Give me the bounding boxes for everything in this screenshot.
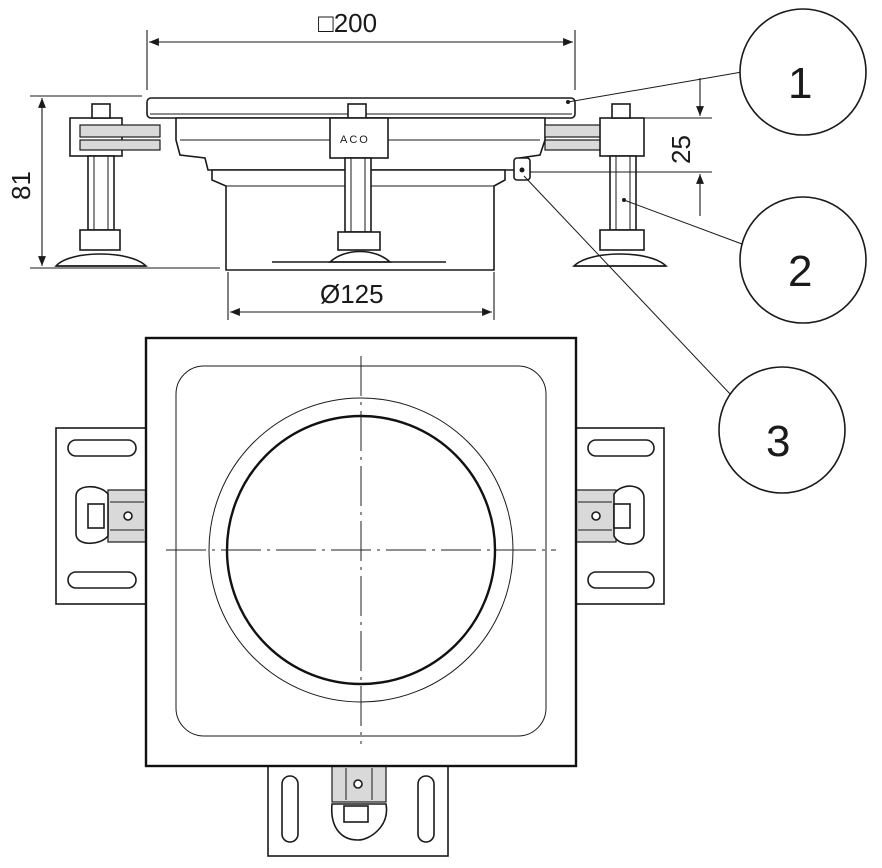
left-bracket	[55, 427, 147, 605]
callout-1-label: 1	[788, 59, 812, 108]
callout-2-label: 2	[788, 247, 812, 296]
dimension-lines: □200 Ø125 81 25	[6, 8, 712, 320]
brand-mark: ACO	[340, 134, 370, 146]
callout-3-label: 3	[766, 417, 790, 466]
height-dimension-label: 81	[6, 171, 36, 200]
callout-1-circle	[739, 8, 867, 136]
callout-2-circle	[739, 196, 867, 324]
plan-view	[55, 336, 665, 857]
side-elevation-view: ACO	[54, 97, 668, 271]
callout-3-circle	[718, 366, 846, 494]
callout-balloons: 1 2 3	[523, 8, 867, 494]
right-bracket	[575, 427, 665, 605]
right-leveling-foot	[544, 103, 668, 267]
center-leveling-foot: ACO	[272, 103, 446, 263]
width-dimension-label: □200	[318, 8, 377, 38]
bottom-bracket	[267, 765, 449, 857]
square-frame	[144, 336, 578, 768]
left-leveling-foot	[54, 103, 161, 267]
offset-dimension-label: 25	[666, 135, 696, 164]
diameter-dimension-label: Ø125	[320, 279, 384, 309]
